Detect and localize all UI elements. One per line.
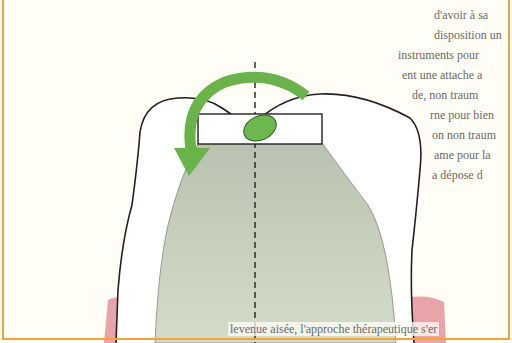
frame-border bbox=[3, 0, 509, 339]
page-text-fragment: a dépose d bbox=[430, 168, 485, 182]
page-text-fragment: de, non traum bbox=[410, 88, 480, 102]
page-text-fragment: levenue aisée, l'approche thérapeutique … bbox=[228, 322, 439, 336]
page-text-fragment: on non traum bbox=[430, 128, 498, 142]
arrow-head bbox=[174, 148, 210, 176]
green-oval bbox=[240, 110, 281, 146]
tooth-crown bbox=[116, 94, 421, 343]
tooth-core bbox=[155, 140, 396, 343]
page-text-fragment: instruments pour bbox=[396, 48, 481, 62]
rotation-arrow bbox=[190, 77, 306, 150]
page-text-fragment: d'avoir à sa bbox=[432, 8, 490, 22]
page-text-fragment: rne pour bien bbox=[428, 108, 496, 122]
page-text-fragment: ame pour la bbox=[432, 148, 493, 162]
axis-line bbox=[254, 62, 255, 343]
page-text-fragment: ent une attache a bbox=[400, 68, 484, 82]
page-text-fragment: disposition un bbox=[432, 28, 504, 42]
